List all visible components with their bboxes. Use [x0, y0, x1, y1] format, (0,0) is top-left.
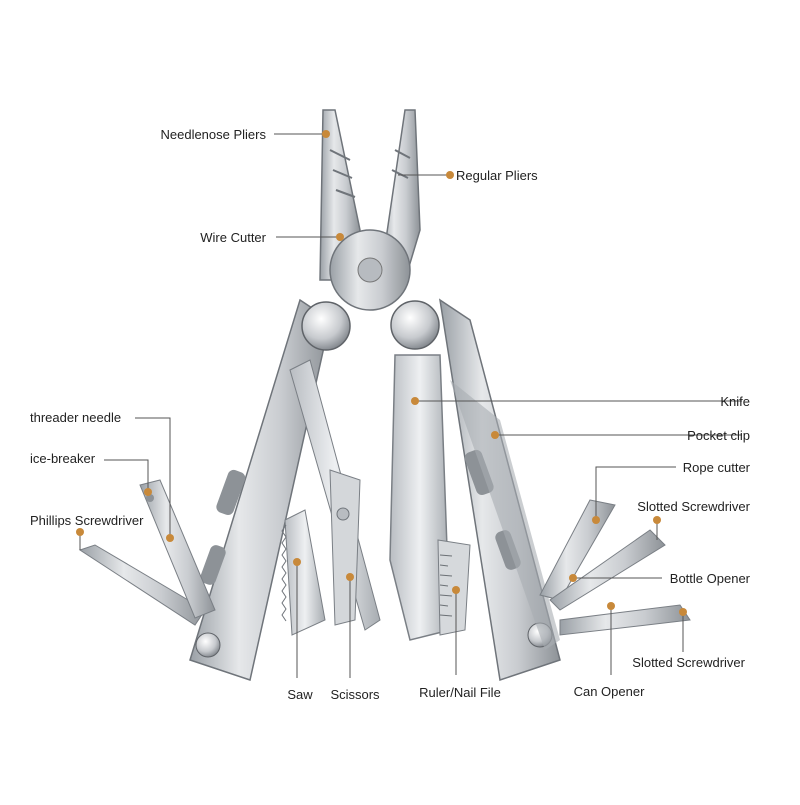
dot-marker-icon — [569, 574, 577, 582]
label-scissors: Scissors — [330, 687, 380, 702]
label-needlenose-pliers: Needlenose Pliers — [160, 127, 266, 142]
label-ice-breaker: ice-breaker — [30, 451, 96, 466]
label-threader-needle: threader needle — [30, 410, 122, 425]
left-pivot-icon — [301, 301, 351, 351]
dot-marker-icon — [607, 602, 615, 610]
dot-marker-icon — [452, 586, 460, 594]
callout-line-ice-breaker — [104, 459, 149, 492]
label-ruler-nail-file: Ruler/Nail File — [419, 685, 501, 700]
plier-jaws — [319, 109, 421, 311]
dot-marker-icon — [653, 516, 661, 524]
label-knife: Knife — [720, 394, 750, 409]
dot-marker-icon — [446, 171, 454, 179]
label-phillips-screwdriver: Phillips Screwdriver — [30, 513, 144, 528]
saw-blade — [284, 509, 326, 636]
callout-line-rope-cutter — [595, 466, 676, 520]
label-can-opener: Can Opener — [573, 684, 645, 699]
label-wire-cutter: Wire Cutter — [200, 230, 266, 245]
callout-line-threader-needle — [135, 417, 171, 538]
dot-marker-icon — [322, 130, 330, 138]
dot-marker-icon — [592, 516, 600, 524]
callout-lines — [79, 133, 742, 678]
dot-marker-icon — [76, 528, 84, 536]
label-rope-cutter: Rope cutter — [682, 460, 750, 475]
label-bottle-opener: Bottle Opener — [669, 571, 750, 586]
dot-marker-icon — [336, 233, 344, 241]
label-slotted-screwdriver-upper: Slotted Screwdriver — [637, 499, 750, 514]
left-fan-tools — [78, 479, 216, 626]
dot-marker-icon — [293, 558, 301, 566]
label-pocket-clip: Pocket clip — [687, 428, 750, 443]
dot-marker-icon — [166, 534, 174, 542]
dot-marker-icon — [491, 431, 499, 439]
right-handle — [438, 298, 561, 681]
right-fan-tools — [539, 499, 691, 636]
callout-dots — [76, 130, 687, 616]
right-pivot-icon — [390, 300, 440, 350]
dot-marker-icon — [346, 573, 354, 581]
dot-marker-icon — [679, 608, 687, 616]
knife-blade — [389, 354, 451, 641]
label-slotted-screwdriver-lower: Slotted Screwdriver — [632, 655, 745, 670]
dot-marker-icon — [144, 488, 152, 496]
label-saw: Saw — [287, 687, 313, 702]
scissors — [289, 359, 381, 631]
label-regular-pliers: Regular Pliers — [456, 168, 538, 183]
dot-marker-icon — [411, 397, 419, 405]
